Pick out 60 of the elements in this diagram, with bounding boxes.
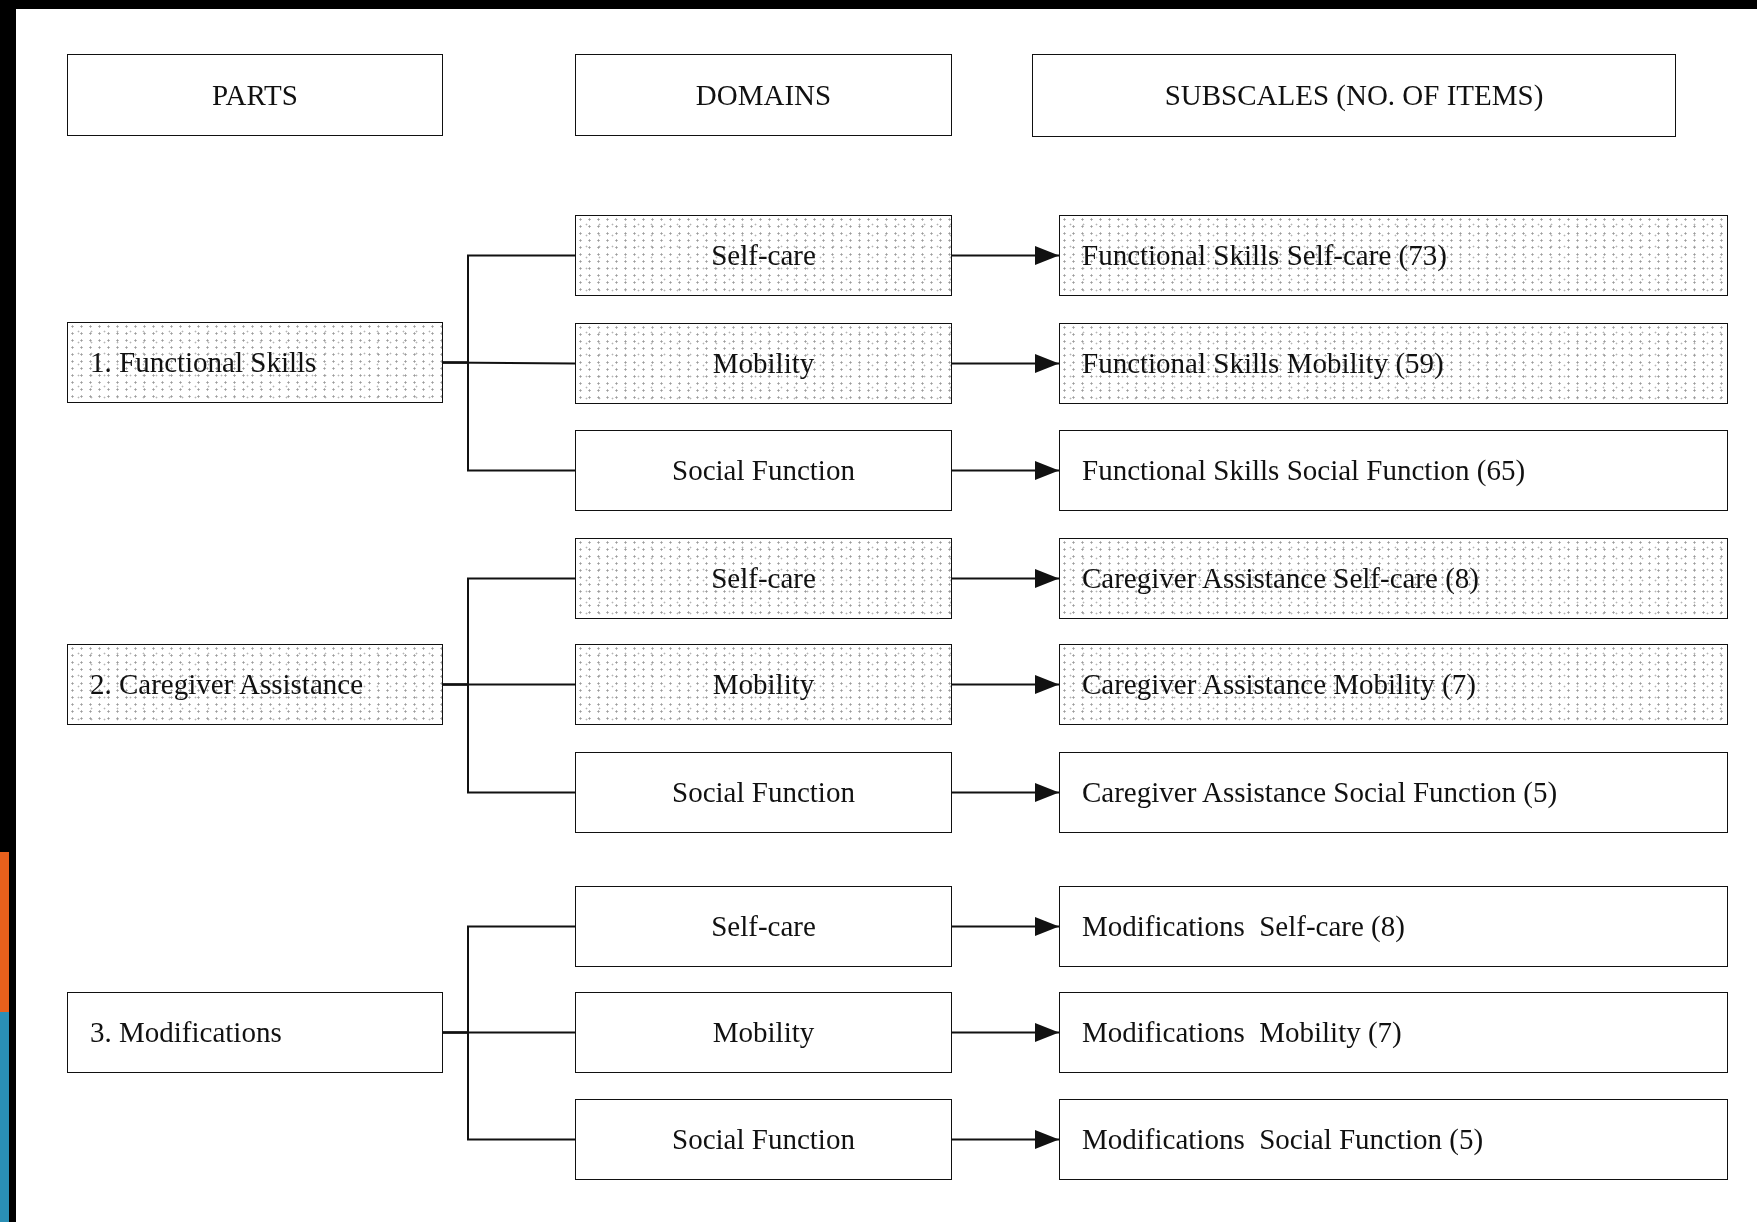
bracket-connector [442, 1031, 576, 1141]
arrow [951, 1022, 1060, 1043]
arrow [951, 353, 1060, 374]
column-header-box [575, 54, 952, 136]
subscale-box [1059, 886, 1728, 967]
subscale-box [1059, 538, 1728, 619]
box-label: Self-care [711, 239, 816, 272]
arrow [951, 460, 1060, 481]
arrow [951, 916, 1060, 937]
box-label: Social Function [672, 1123, 855, 1156]
box-label: Mobility [712, 1016, 815, 1049]
part-box [67, 992, 443, 1073]
subscale-box [1059, 323, 1728, 404]
box-label: Caregiver Assistance Self-care (8) [1082, 562, 1479, 595]
box-label: Self-care [711, 562, 816, 595]
bracket-connector [442, 683, 576, 794]
domain-box [575, 886, 952, 967]
arrow [951, 782, 1060, 803]
bracket-connector [442, 361, 576, 472]
box-label: 3. Modifications [90, 1016, 282, 1049]
box-label: Modifications Mobility (7) [1082, 1016, 1402, 1049]
box-label: Self-care [711, 910, 816, 943]
box-label: Social Function [672, 454, 855, 487]
part-box [67, 322, 443, 403]
domain-box [575, 644, 952, 725]
subscale-box [1059, 992, 1728, 1073]
box-label: Modifications Self-care (8) [1082, 910, 1405, 943]
arrow [951, 568, 1060, 589]
box-label: PARTS [212, 78, 298, 112]
box-label: Mobility [712, 347, 815, 380]
column-header-box [1032, 54, 1676, 137]
arrow [951, 245, 1060, 266]
domain-box [575, 538, 952, 619]
box-label: Functional Skills Social Function (65) [1082, 454, 1526, 487]
box-label: Mobility [712, 668, 815, 701]
box-label: Social Function [672, 776, 855, 809]
subscale-box [1059, 644, 1728, 725]
subscale-box [1059, 1099, 1728, 1180]
box-label: 2. Caregiver Assistance [90, 668, 363, 701]
domain-box [575, 215, 952, 296]
domain-box [575, 1099, 952, 1180]
domain-box [575, 992, 952, 1073]
subscale-box [1059, 215, 1728, 296]
subscale-box [1059, 752, 1728, 833]
arrow [951, 1129, 1060, 1150]
box-label: Functional Skills Mobility (59) [1082, 347, 1444, 380]
box-label: Caregiver Assistance Social Function (5) [1082, 776, 1558, 809]
box-label: DOMAINS [695, 78, 832, 112]
domain-box [575, 752, 952, 833]
domain-box [575, 430, 952, 511]
box-label: Caregiver Assistance Mobility (7) [1082, 668, 1476, 701]
column-header-box [67, 54, 443, 136]
box-label: Functional Skills Self-care (73) [1082, 239, 1447, 272]
arrow [951, 674, 1060, 695]
box-label: SUBSCALES (NO. OF ITEMS) [1164, 79, 1544, 112]
part-box [67, 644, 443, 725]
box-label: 1. Functional Skills [90, 346, 317, 379]
domain-box [575, 323, 952, 404]
box-label: Modifications Social Function (5) [1082, 1123, 1484, 1156]
subscale-box [1059, 430, 1728, 511]
